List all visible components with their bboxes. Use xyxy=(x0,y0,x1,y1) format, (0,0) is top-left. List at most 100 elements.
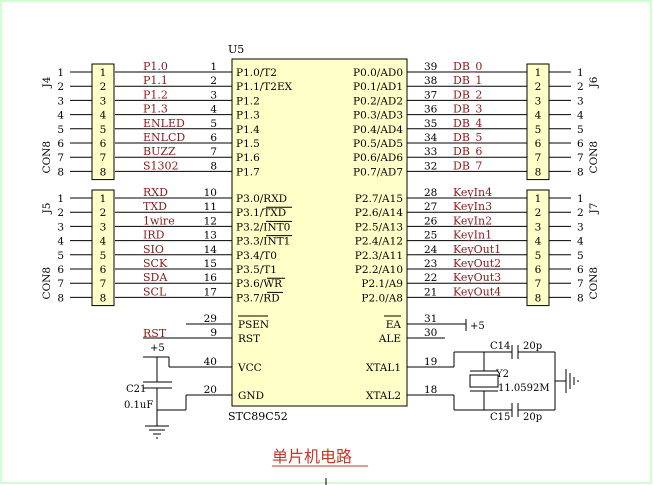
connector-body xyxy=(526,63,550,181)
chip-part: STC89C52 xyxy=(228,410,288,423)
left-pin-name: P1.7 xyxy=(236,166,260,178)
right-pin-number: 23 xyxy=(424,258,437,270)
right-pin-number: 21 xyxy=(424,286,437,298)
misc-right-pin-name: EA xyxy=(386,319,402,331)
connector-pin-number: 4 xyxy=(100,110,107,122)
misc-right-pin-number: 31 xyxy=(424,313,437,325)
connector-pin-index: 7 xyxy=(577,278,584,290)
left-pin-number: 10 xyxy=(204,187,217,199)
misc-right-pin-number: 19 xyxy=(424,356,437,368)
connector-pin-number: 5 xyxy=(100,250,107,262)
connector-pin-number: 1 xyxy=(100,193,107,205)
left-pin-number: 15 xyxy=(204,258,217,270)
connector-pin-index: 1 xyxy=(577,67,584,79)
connector-ref: J7 xyxy=(588,203,600,215)
connector-body xyxy=(91,189,115,307)
right-pin-number: 22 xyxy=(424,272,437,284)
left-net-label: SCK xyxy=(143,257,168,270)
connector-pin-index: 7 xyxy=(57,152,64,164)
diagram-title: 单片机电路 xyxy=(272,447,352,466)
left-net-label: TXD xyxy=(143,200,167,213)
right-pin-number: 39 xyxy=(424,61,437,73)
left-net-label: ENLED xyxy=(143,117,185,130)
connector-pin-index: 3 xyxy=(577,95,584,107)
chip-ref: U5 xyxy=(228,43,244,56)
left-pin-number: 8 xyxy=(210,160,217,172)
left-net-label: RXD xyxy=(143,186,168,199)
connector-pin-index: 6 xyxy=(577,138,584,150)
connector-pin-index: 5 xyxy=(577,124,584,136)
connector-pin-number: 8 xyxy=(535,292,542,304)
right-pin-number: 32 xyxy=(424,160,437,172)
crystal-section: C14 20p C15 20p Y2 11.0592M xyxy=(453,341,579,423)
connector-pin-number: 4 xyxy=(100,236,107,248)
misc-right-pin-number: 30 xyxy=(424,327,437,339)
connector-pin-index: 5 xyxy=(57,250,64,262)
misc-right-pin-name: XTAL1 xyxy=(366,362,401,374)
connector-pin-number: 7 xyxy=(535,278,542,290)
connector-pin-number: 8 xyxy=(100,166,107,178)
right-net-label: DB_4 xyxy=(453,117,482,130)
right-pin-number: 28 xyxy=(424,187,437,199)
misc-left-pin-name: VCC xyxy=(237,362,262,374)
connector-ref: J4 xyxy=(41,76,53,88)
right-pin-name: P2.0/A8 xyxy=(361,292,403,304)
left-pin-number: 11 xyxy=(204,201,217,213)
right-pin-number: 27 xyxy=(424,201,437,213)
power-section: RST +5 C21 0.1uF xyxy=(124,327,232,439)
rst-net-label: RST xyxy=(143,327,167,340)
right-net-label: KeyIn1 xyxy=(453,229,492,242)
left-pin-number: 3 xyxy=(210,89,217,101)
left-pin-name: P3.6/WR xyxy=(236,278,283,290)
misc-left-pin-name: RST xyxy=(238,333,260,345)
connector-ref: J6 xyxy=(588,76,600,88)
connector-pin-number: 3 xyxy=(100,221,107,233)
connector-pin-index: 8 xyxy=(577,166,584,178)
ea-vcc-label: +5 xyxy=(470,321,485,332)
right-net-label: DB_0 xyxy=(453,60,482,73)
right-pin-name: P0.1/AD1 xyxy=(353,81,403,93)
connector-pin-index: 2 xyxy=(577,207,584,219)
left-net-label: SCL xyxy=(143,285,167,298)
right-net-label: KeyOut1 xyxy=(453,243,501,256)
right-net-label: KeyIn3 xyxy=(453,200,492,213)
misc-left-pin-number: 20 xyxy=(204,384,217,396)
connector-type: CON8 xyxy=(41,267,53,300)
connector-pin-index: 4 xyxy=(57,110,64,122)
right-pin-name: P0.7/AD7 xyxy=(353,166,403,178)
right-net-label: DB_1 xyxy=(453,74,482,87)
right-pin-name: P0.0/AD0 xyxy=(353,67,403,79)
right-pin-number: 24 xyxy=(424,244,438,256)
connector-pin-number: 1 xyxy=(535,67,542,79)
y2-ref: Y2 xyxy=(495,369,509,380)
right-net-label: KeyOut2 xyxy=(453,257,501,270)
misc-left-pin-name: PSEN xyxy=(238,319,269,331)
connector-pin-index: 2 xyxy=(577,81,584,93)
connector-pin-number: 5 xyxy=(535,124,542,136)
misc-left-pin-number: 9 xyxy=(210,327,217,339)
connector-pin-number: 2 xyxy=(535,207,542,219)
left-pin-name: P3.4/T0 xyxy=(236,250,277,262)
vcc-label: +5 xyxy=(150,343,165,354)
chip-body xyxy=(231,58,408,407)
connector-pin-number: 8 xyxy=(535,166,542,178)
right-pin-name: P2.1/A9 xyxy=(361,278,403,290)
right-pin-name: P0.5/AD5 xyxy=(353,138,403,150)
connector-pin-number: 6 xyxy=(535,264,542,276)
c15-value: 20p xyxy=(523,412,542,423)
connector-pin-number: 6 xyxy=(100,264,107,276)
right-net-label: KeyOut3 xyxy=(453,271,501,284)
left-pin-number: 5 xyxy=(210,118,217,130)
connector-type: CON8 xyxy=(41,141,53,174)
right-pin-name: P0.6/AD6 xyxy=(353,152,403,164)
connector-type: CON8 xyxy=(588,267,600,300)
left-net-label: P1.0 xyxy=(143,60,168,73)
connector-pin-index: 5 xyxy=(57,124,64,136)
right-pin-name: P2.6/A14 xyxy=(355,207,404,219)
connector-pin-index: 1 xyxy=(577,193,584,205)
connector-pin-number: 6 xyxy=(535,138,542,150)
left-pin-name: P1.5 xyxy=(236,138,260,150)
